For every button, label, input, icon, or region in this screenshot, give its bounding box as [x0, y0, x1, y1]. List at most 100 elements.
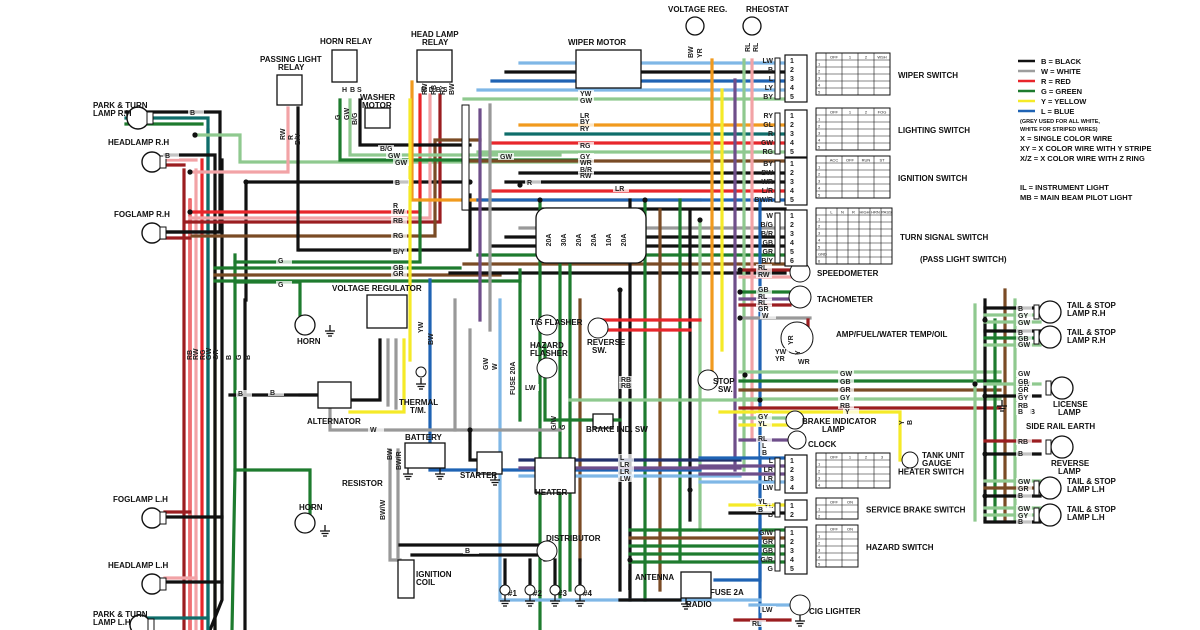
- wire-label-bg: [276, 281, 292, 288]
- wire-label-bg: [1016, 408, 1032, 415]
- wire-label: B: [238, 391, 243, 398]
- components: [126, 16, 1074, 630]
- wire-label: G: [768, 566, 774, 573]
- wire-label-bg: [578, 166, 594, 173]
- switch-connector: [784, 454, 808, 494]
- fuse-rating: 30A: [561, 234, 568, 247]
- wire-label-bg: [796, 358, 812, 365]
- spark-plug-label: #1: [508, 589, 517, 598]
- ground-icon: [681, 598, 691, 610]
- table-row-header: 3: [818, 179, 821, 184]
- wire-label: LW: [762, 607, 773, 614]
- table-row-header: 2: [818, 172, 821, 177]
- component-label: LAMP L.H: [93, 618, 131, 627]
- pin-number: 4: [790, 240, 794, 247]
- wire-label-bg: [578, 90, 594, 97]
- junction-dot: [972, 381, 978, 387]
- wire-label-bg: [391, 270, 407, 277]
- wire-label: B: [768, 67, 773, 74]
- wire-label: RG: [580, 143, 591, 150]
- table-col-header: L: [830, 210, 833, 215]
- pin-number: 3: [790, 179, 794, 186]
- legend-abbr: MB = MAIN BEAM PILOT LIGHT: [1020, 193, 1133, 202]
- switch-connector: [784, 499, 808, 521]
- pin-number: 1: [790, 530, 794, 537]
- pin-number: 4: [790, 85, 794, 92]
- wire-label: GY: [580, 154, 590, 161]
- table-col-header: HRN: [871, 210, 880, 215]
- wire-label: L/R: [762, 188, 773, 195]
- table-row-header: 4: [818, 483, 821, 488]
- component-label: TAIL & STOP: [1067, 477, 1117, 486]
- tachometer: [788, 285, 812, 309]
- wire-label-bg: [578, 172, 594, 179]
- component-label: ALTERNATOR: [307, 417, 361, 426]
- headlamp-lh-socket: [159, 577, 167, 591]
- wire-label: GW: [1018, 342, 1030, 349]
- table-col-header: RUN: [862, 158, 871, 163]
- component-label: LAMP: [822, 425, 845, 434]
- pin-number: 4: [790, 485, 794, 492]
- wire-label: B: [758, 507, 763, 514]
- wire-label: RW: [758, 272, 770, 279]
- rear-lamp-socket: [1033, 480, 1040, 496]
- wire-label: GW: [1018, 479, 1030, 486]
- spark-plug-label: #2: [533, 589, 542, 598]
- component-label: RADIO: [686, 600, 712, 609]
- wire-label: GR: [763, 539, 774, 546]
- wire-label-bg: [838, 378, 854, 385]
- table-row-header: 4: [818, 238, 821, 243]
- wire-label-bg: [1016, 478, 1032, 485]
- wire-label-bg: [619, 376, 635, 383]
- tank-unit-gauge: [901, 451, 919, 469]
- wire-label-bg: [525, 179, 541, 186]
- table-row-header: 5: [818, 562, 821, 567]
- wire-label: B: [768, 512, 773, 519]
- wire-label-vertical: RL: [745, 42, 752, 52]
- wire-label-vertical: BW: [387, 448, 394, 460]
- wire-label-vertical: YR: [788, 335, 795, 345]
- wire-label: Y: [845, 409, 850, 416]
- junction-dot: [697, 217, 703, 223]
- wire-label-bg: [578, 97, 594, 104]
- ground-icon: [490, 474, 500, 486]
- ground-icon: [525, 595, 535, 607]
- wire-label: L: [769, 76, 774, 83]
- connector-plug: [774, 57, 781, 100]
- wire-label: G: [278, 258, 284, 265]
- wire-label: GW: [395, 160, 407, 167]
- wire-label: B: [190, 110, 195, 117]
- wire-label-bg: [393, 159, 409, 166]
- switch-name: IGNITION SWITCH: [898, 174, 968, 183]
- component-label: LAMP: [1058, 408, 1081, 417]
- reverse-switch: [587, 317, 609, 339]
- wire-label-bg: [391, 202, 407, 209]
- wire-label-bg: [618, 475, 634, 482]
- component-label: TANK UNIT: [922, 451, 965, 460]
- component-label: PARK & TURN: [93, 101, 148, 110]
- wire-label: W: [370, 427, 377, 434]
- wire-label-vertical: RW: [193, 348, 200, 360]
- wire-label-bg: [391, 264, 407, 271]
- wire-label: B: [465, 548, 470, 555]
- wire-label: GY: [1018, 313, 1028, 320]
- wire-label-bg: [619, 382, 635, 389]
- wire: [348, 338, 406, 414]
- ground-icon: [320, 525, 330, 537]
- clock: [787, 430, 807, 450]
- pin-number: 2: [790, 170, 794, 177]
- wire-label: RG: [763, 149, 774, 156]
- wire-label-bg: [1016, 492, 1032, 499]
- table-col-header: N: [841, 210, 844, 215]
- component-label: CIG LIGHTER: [809, 607, 861, 616]
- brake-ind-switch: [592, 413, 614, 429]
- wire-label-vertical: BW: [449, 83, 456, 95]
- wire-label: B: [1018, 330, 1023, 337]
- component-label: CLOCK: [808, 440, 837, 449]
- component-label: SIDE RAIL EARTH: [1026, 422, 1095, 431]
- component-label: BATTERY: [405, 433, 443, 442]
- wire-label-bg: [578, 125, 594, 132]
- legend-abbr: IL = INSTRUMENT LIGHT: [1020, 183, 1109, 192]
- spark-plug-label: #4: [583, 589, 592, 598]
- wire-label: GL: [763, 122, 773, 129]
